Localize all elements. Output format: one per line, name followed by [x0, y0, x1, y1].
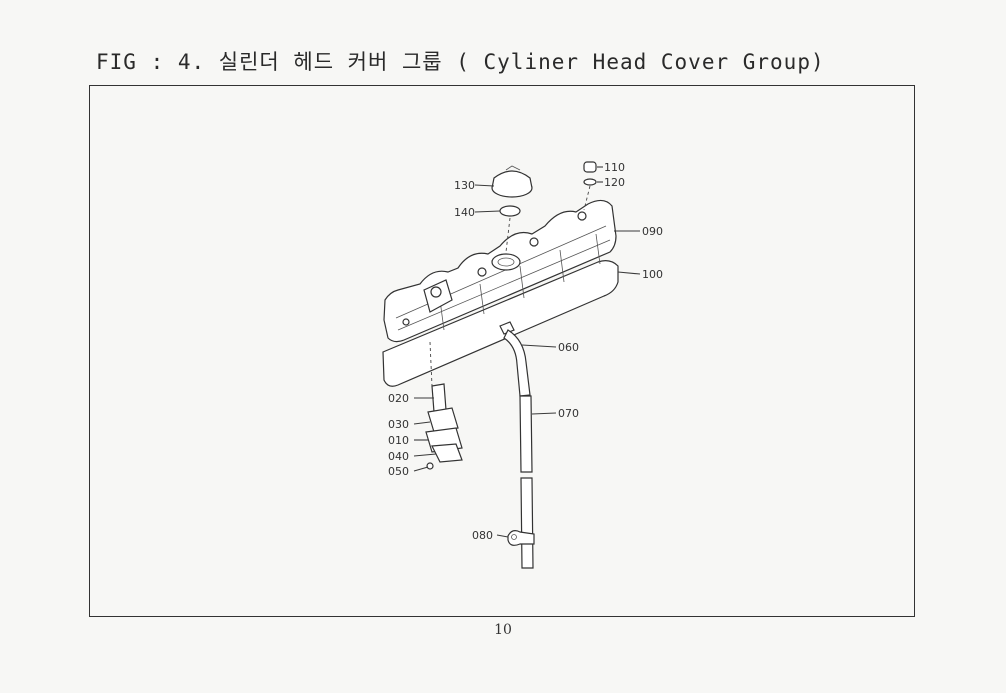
breather-pipe-lower — [520, 477, 534, 569]
leader-lines — [413, 166, 641, 538]
callout-010: 010 — [388, 434, 409, 447]
page-number: 10 — [494, 622, 512, 638]
breather-pipe — [519, 395, 533, 473]
page-title: FIG : 4. 실린더 헤드 커버 그룹 ( Cyliner Head Cov… — [96, 50, 825, 74]
callout-100: 100 — [642, 268, 663, 281]
callout-060: 060 — [558, 341, 579, 354]
callout-110: 110 — [604, 161, 625, 174]
callout-050: 050 — [388, 465, 409, 478]
callout-040: 040 — [388, 450, 409, 463]
breather-hose — [503, 329, 531, 397]
o-ring — [499, 205, 521, 217]
pipe-clamp — [507, 530, 535, 546]
figure-frame — [89, 85, 915, 617]
oil-filler-cap — [491, 165, 533, 198]
callout-080: 080 — [472, 529, 493, 542]
cylinder-head-cover — [382, 199, 619, 387]
callout-140: 140 — [454, 206, 475, 219]
callout-070: 070 — [558, 407, 579, 420]
callout-030: 030 — [388, 418, 409, 431]
callout-130: 130 — [454, 179, 475, 192]
callout-020: 020 — [388, 392, 409, 405]
lifting-hook-assembly — [425, 383, 463, 470]
callout-120: 120 — [604, 176, 625, 189]
callout-090: 090 — [642, 225, 663, 238]
cap-nut — [583, 161, 597, 186]
